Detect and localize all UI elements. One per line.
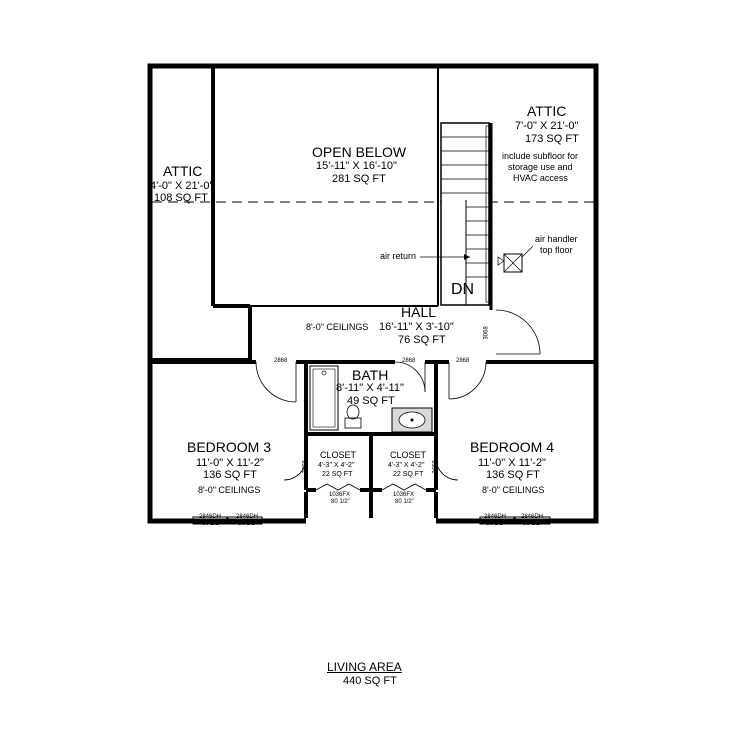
closet-left-dims: 4'-3" X 4'-2"	[318, 462, 355, 469]
bedroom4-name: BEDROOM 4	[470, 439, 555, 455]
closet-left-area: 22 SQ FT	[322, 471, 353, 478]
bath-dims: 8'-11" X 4'-11"	[336, 382, 404, 394]
toilet	[344, 417, 362, 429]
attic-right-dims: 7'-0" X 21'-0"	[515, 120, 579, 132]
bedroom3-ceiling: 8'-0" CEILINGS	[198, 485, 261, 495]
open-below-area: 281 SQ FT	[332, 173, 386, 185]
window-label: 2846DH	[236, 514, 259, 520]
window-size: 80 1/2"	[523, 521, 542, 527]
shower	[309, 365, 339, 431]
bedroom3-area: 136 SQ FT	[203, 469, 257, 481]
closet-right-name: CLOSET	[390, 450, 427, 460]
closet-right-area: 22 SQ FT	[393, 471, 424, 478]
door-swings	[255, 309, 541, 481]
living-area-title: LIVING AREA	[327, 660, 402, 674]
window-label: 2846DH	[521, 514, 544, 520]
attic-left-area: 108 SQ FT	[154, 192, 208, 204]
closet-right-dims: 4'-3" X 4'-2"	[388, 462, 425, 469]
attic-right-note-3: HVAC access	[513, 173, 568, 183]
window-size: 80 1/2"	[238, 521, 257, 527]
window-label: 2846DH	[484, 514, 507, 520]
attic-right-note-1: include subfloor for	[502, 151, 579, 161]
stair-treads	[441, 136, 489, 278]
attic-left-dims: 4'-0" X 21'-0"	[150, 180, 214, 192]
bedroom3-dims: 11'-0" X 11'-2"	[196, 457, 264, 469]
window-size: 80 1/2"	[486, 521, 505, 527]
air-handler-unit	[503, 253, 523, 273]
door-2868-label: 2868	[402, 358, 416, 364]
closet-left-name: CLOSET	[320, 450, 357, 460]
bifold-right-size: 80 1/2"	[395, 499, 414, 505]
bifold-left-size: 80 1/2"	[331, 499, 350, 505]
living-area-value: 440 SQ FT	[343, 675, 397, 687]
window-size: 80 1/2"	[202, 521, 221, 527]
attic-right-note-2: storage use and	[508, 162, 573, 172]
door-3068-label: 3068	[483, 326, 490, 340]
attic-right-area: 173 SQ FT	[525, 133, 579, 145]
bedroom3-name: BEDROOM 3	[187, 439, 272, 455]
window-label: 2846DH	[199, 514, 222, 520]
door-2868-label: 2868	[456, 358, 470, 364]
open-below-dims: 15'-11" X 16'-10"	[316, 160, 397, 172]
bedroom4-area: 136 SQ FT	[486, 469, 540, 481]
hall-name: HALL	[401, 304, 437, 320]
stairs	[440, 122, 490, 306]
bifold-doors	[315, 483, 427, 491]
door-2468-label: 2468	[302, 460, 309, 474]
hall-dims: 16'-11" X 3'-10"	[379, 321, 454, 333]
bedroom4-dims: 11'-0" X 11'-2"	[478, 457, 546, 469]
air-handler-label-1: air handler	[535, 234, 578, 244]
air-return-label: air return	[380, 251, 417, 261]
door-2468-label: 2468	[432, 460, 439, 474]
bifold-right-label: 1036FX	[393, 492, 415, 498]
bath-area: 49 SQ FT	[347, 395, 395, 407]
bedroom4-ceiling: 8'-0" CEILINGS	[482, 485, 545, 495]
air-handler-label-2: top floor	[540, 245, 573, 255]
bifold-left-label: 1036FX	[329, 492, 351, 498]
hall-ceiling: 8'-0" CEILINGS	[306, 322, 369, 332]
open-below-name: OPEN BELOW	[312, 144, 407, 160]
handrail	[485, 125, 490, 303]
attic-left-name: ATTIC	[163, 163, 203, 179]
door-2868-label: 2868	[274, 358, 288, 364]
bath-name: BATH	[352, 367, 389, 383]
hall-area: 76 SQ FT	[398, 334, 446, 346]
attic-right-name: ATTIC	[527, 103, 567, 119]
window-marks	[192, 516, 551, 525]
stairs-down-label: DN	[451, 281, 475, 298]
